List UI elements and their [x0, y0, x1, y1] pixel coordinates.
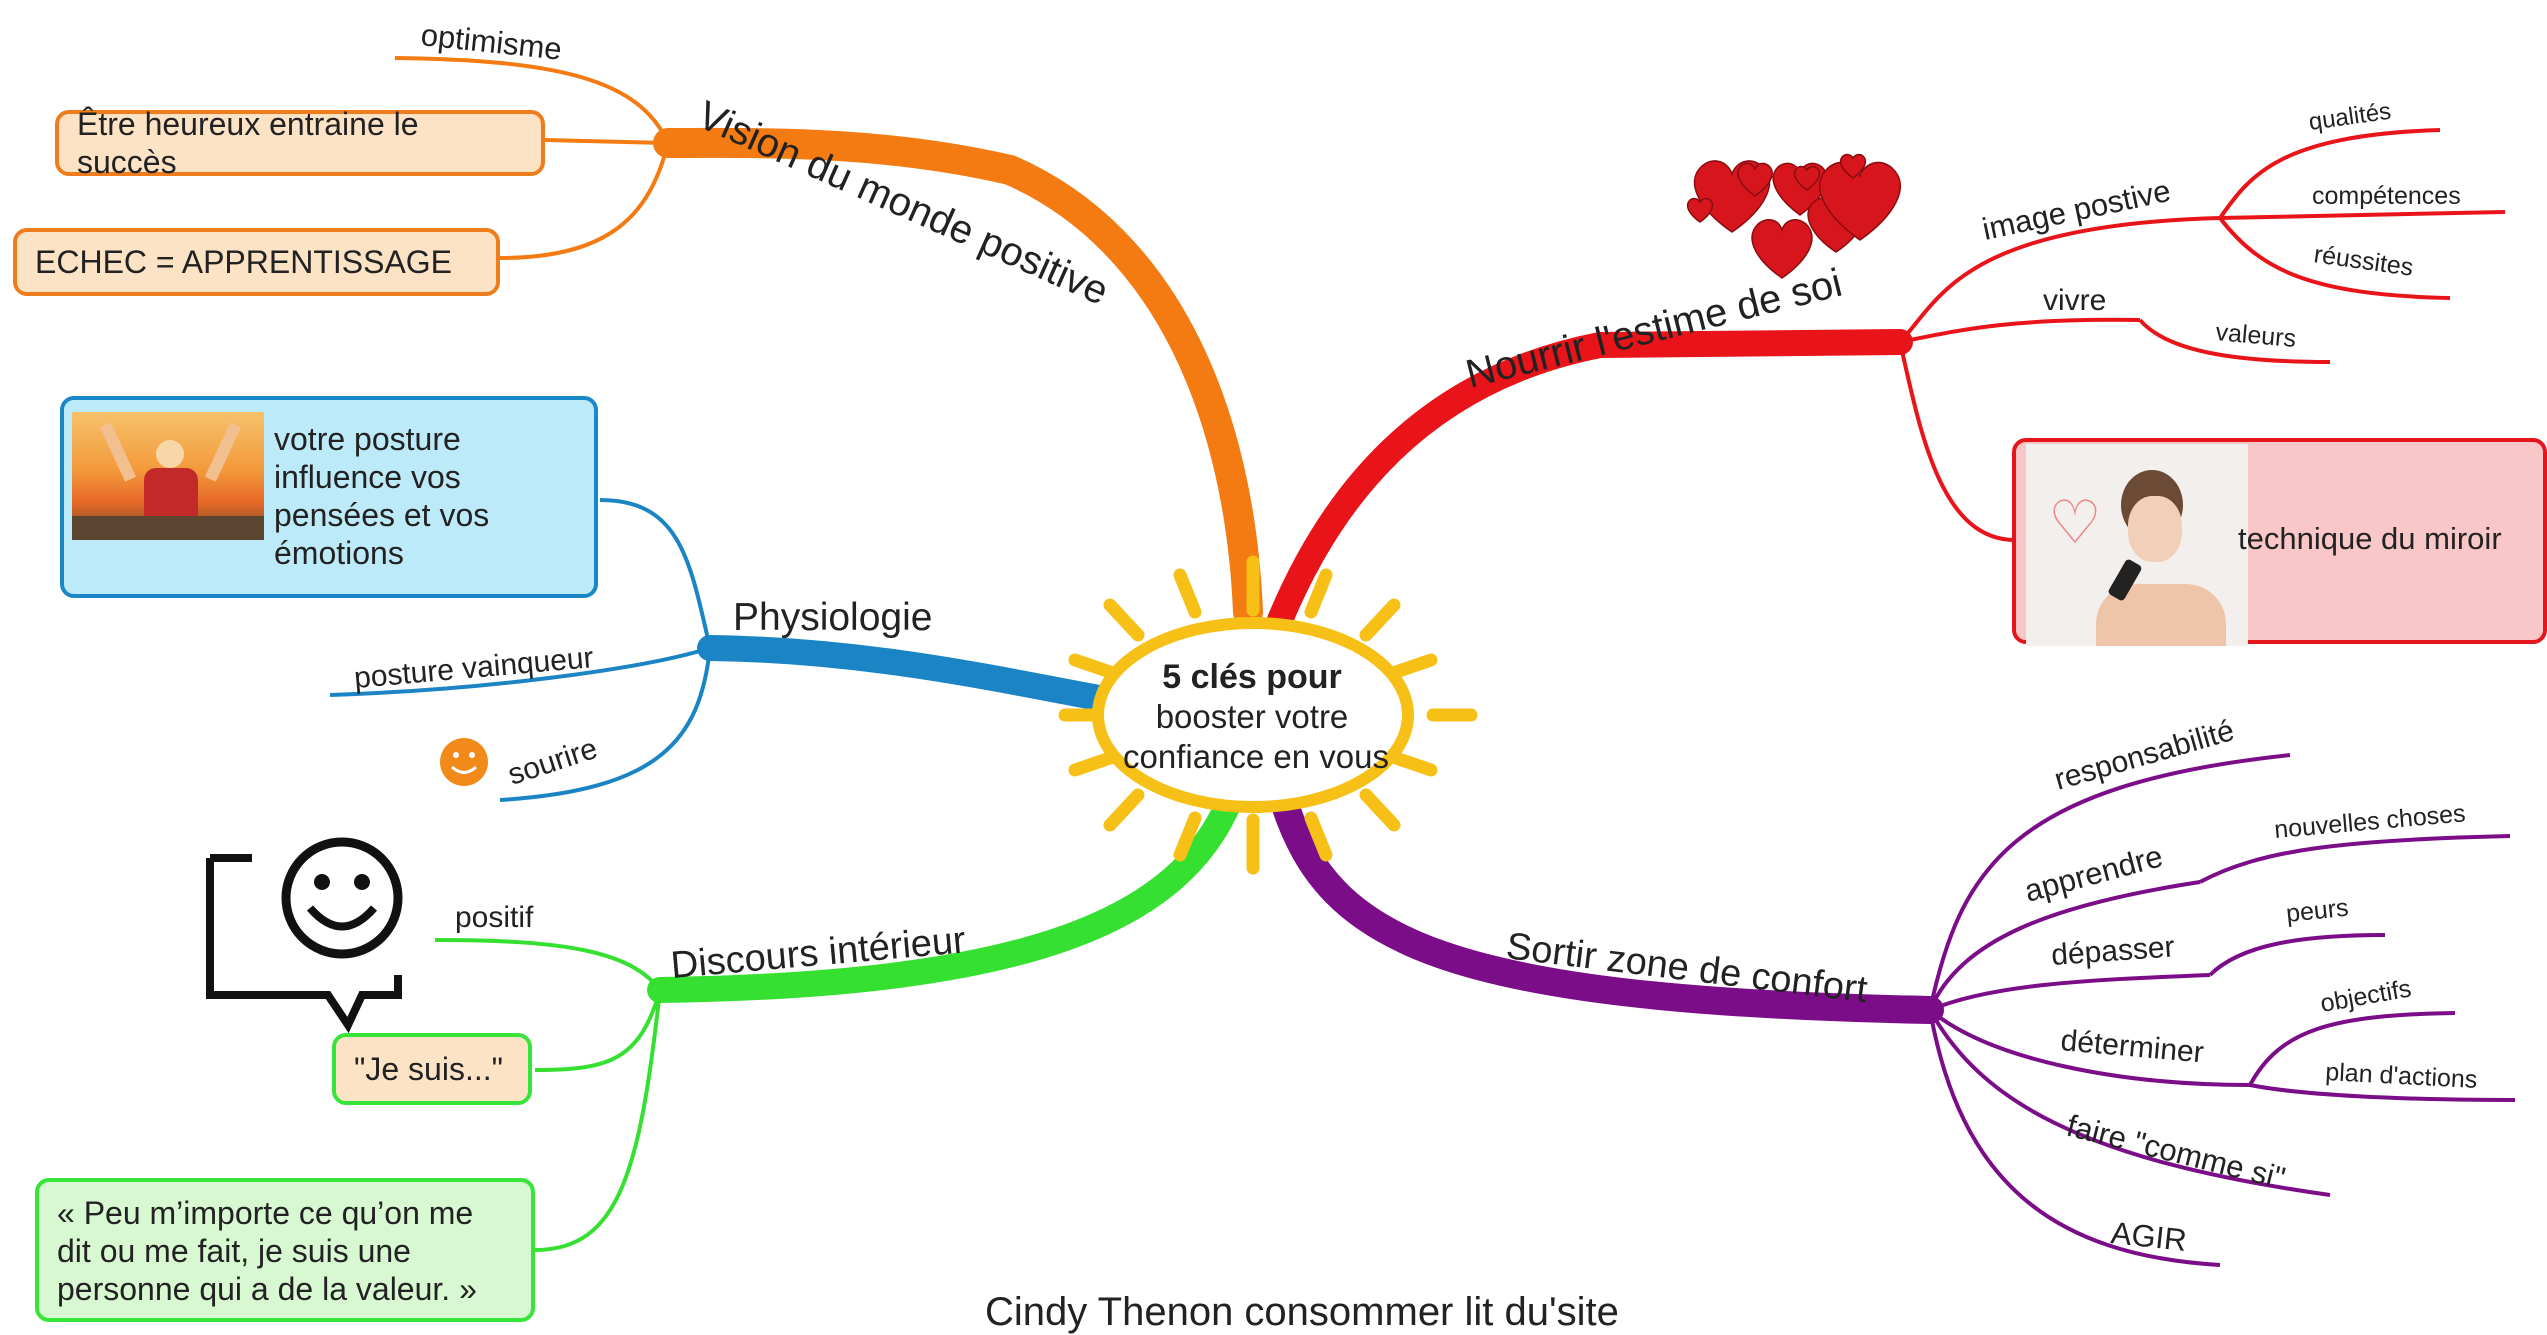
posture-note-label: votre posture influence vos pensées et v…	[274, 421, 490, 571]
je-suis-node[interactable]: "Je suis..."	[332, 1033, 532, 1105]
peurs-label[interactable]: peurs	[2285, 894, 2350, 928]
smiley-icon	[440, 738, 488, 786]
miroir-node[interactable]: ♡ technique du miroir	[2012, 438, 2547, 646]
quote-node[interactable]: « Peu m’importe ce qu’on me dit ou me fa…	[35, 1178, 535, 1322]
estime-sub-branches	[1898, 128, 2506, 542]
quote-label: « Peu m’importe ce qu’on me dit ou me fa…	[57, 1195, 477, 1307]
determiner-label[interactable]: déterminer	[2059, 1024, 2205, 1069]
discours-sub-branches	[434, 938, 662, 1252]
vision-sub-branches	[394, 56, 670, 260]
speech-bubble-smiley-icon	[206, 837, 403, 1034]
echec-label: ECHEC = APPRENTISSAGE	[35, 244, 453, 280]
comme-si-label[interactable]: faire "comme si"	[2063, 1108, 2288, 1196]
reussites-label[interactable]: réussites	[2312, 240, 2415, 282]
center-subtitle-1: booster votre	[1156, 698, 1349, 735]
depasser-label[interactable]: dépasser	[2050, 930, 2175, 972]
confort-main-branch	[1271, 791, 1944, 1024]
physiologie-label[interactable]: Physiologie	[733, 596, 932, 639]
center-subtitle-2: confiance en vous	[1123, 738, 1389, 775]
mirror-woman-image: ♡	[2026, 444, 2248, 646]
responsabilite-label[interactable]: responsabilité	[2051, 714, 2238, 797]
discours-main-branch	[647, 787, 1243, 1003]
confort-sub-branches	[1928, 753, 2516, 1267]
caption: Cindy Thenon consommer lit du'site	[985, 1290, 1619, 1334]
posture-note-node[interactable]: votre posture influence vos pensées et v…	[60, 396, 598, 598]
estime-label[interactable]: Nourrir l'estime de soi	[1462, 261, 1847, 397]
heureux-node[interactable]: Être heureux entraine le succès	[55, 106, 545, 180]
positif-label[interactable]: positif	[455, 901, 534, 934]
physiologie-main-branch	[697, 635, 1123, 713]
heureux-label: Être heureux entraine le succès	[77, 106, 419, 180]
agir-label[interactable]: AGIR	[2109, 1215, 2188, 1258]
echec-node[interactable]: ECHEC = APPRENTISSAGE	[13, 228, 500, 296]
je-suis-label: "Je suis..."	[354, 1051, 503, 1087]
qualites-label[interactable]: qualités	[2307, 98, 2393, 136]
physiologie-sub-branches	[329, 498, 712, 802]
miroir-label: technique du miroir	[2238, 521, 2502, 556]
sourire-label[interactable]: sourire	[504, 732, 601, 792]
vision-main-branch	[653, 127, 1263, 627]
hearts-icon	[1686, 153, 1902, 279]
center-title: 5 clés pour	[1162, 658, 1342, 696]
valeurs-label[interactable]: valeurs	[2214, 318, 2297, 353]
competences-label[interactable]: compétences	[2312, 182, 2461, 210]
apprendre-label[interactable]: apprendre	[2021, 838, 2167, 908]
objectifs-label[interactable]: objectifs	[2318, 974, 2413, 1018]
victory-man-image	[72, 412, 264, 540]
image-positive-label[interactable]: image postive	[1979, 173, 2173, 247]
vivre-label[interactable]: vivre	[2043, 284, 2106, 317]
plan-actions-label[interactable]: plan d'actions	[2325, 1058, 2478, 1094]
estime-main-branch	[1267, 329, 1913, 633]
center-node[interactable]	[1092, 617, 1414, 813]
